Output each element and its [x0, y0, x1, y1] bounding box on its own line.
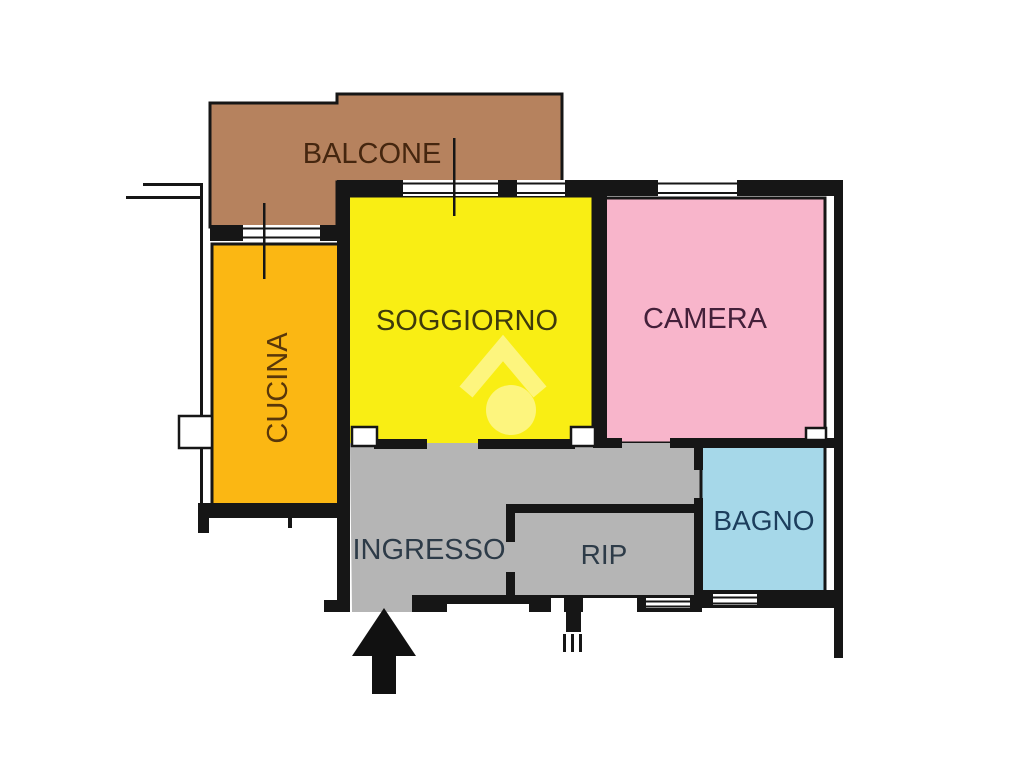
- room-label-soggiorno: SOGGIORNO: [376, 305, 558, 337]
- room-label-camera: CAMERA: [643, 303, 768, 335]
- room-label-rip: RIP: [581, 539, 628, 570]
- room-ingresso-area: [350, 443, 701, 612]
- watermark-house-icon: [459, 334, 547, 435]
- door-jambs: [177, 414, 828, 450]
- room-label-ingresso: INGRESSO: [352, 534, 505, 566]
- room-cucina-area: [210, 242, 347, 507]
- room-label-cucina: CUCINA: [262, 332, 294, 444]
- entrance-arrow-icon: [352, 608, 416, 694]
- room-camera-area: [601, 196, 827, 445]
- windows: [243, 138, 757, 612]
- window-lines: [243, 138, 757, 608]
- room-label-balcone: BALCONE: [303, 138, 442, 170]
- room-label-bagno: BAGNO: [713, 505, 814, 536]
